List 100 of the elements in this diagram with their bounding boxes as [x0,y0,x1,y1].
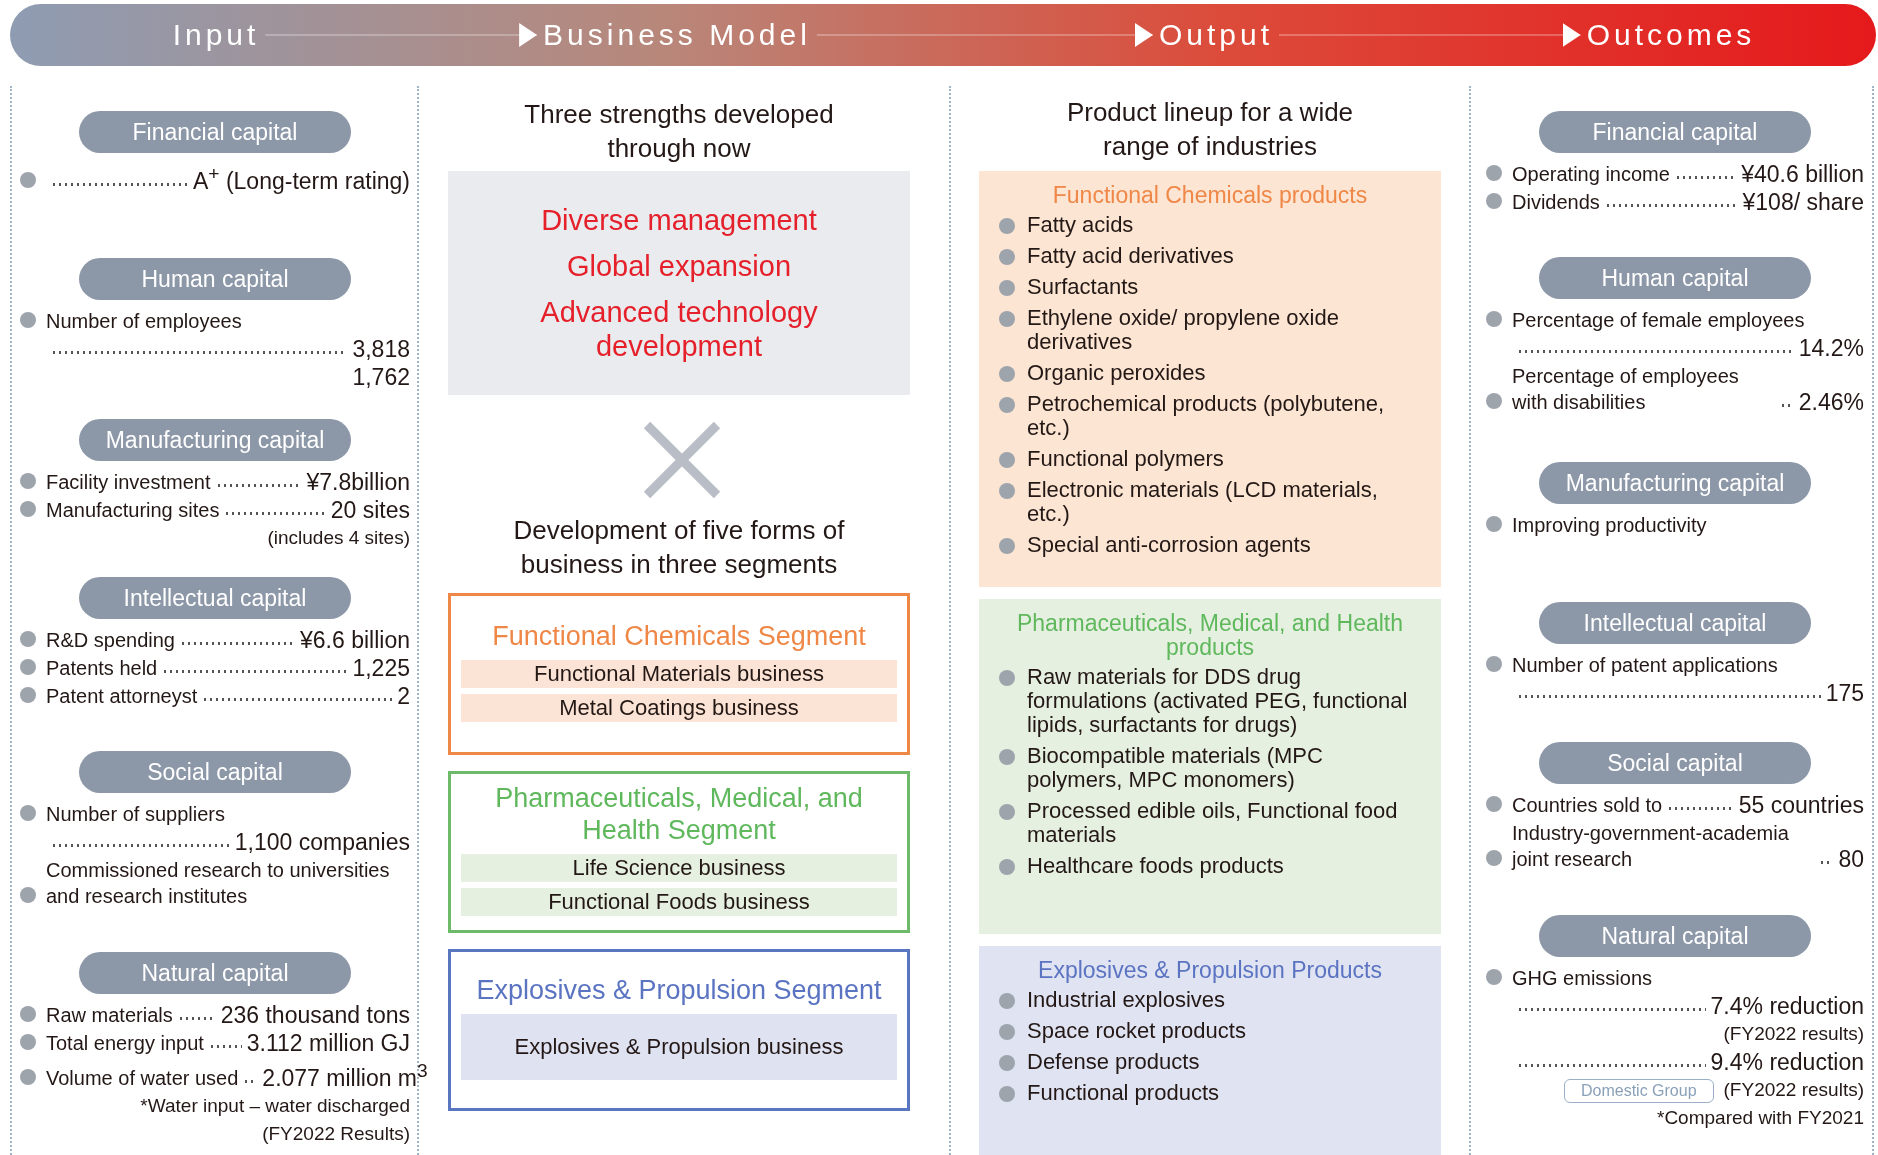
product-panel [979,599,1441,934]
list-item: Fatty acids [1027,213,1134,237]
business-bar: Explosives & Propulsion business [461,1014,897,1080]
item-text: Operating income [1512,162,1670,187]
item-text: Percentage of employees with disabilities [1512,364,1740,415]
capital-pill: Social capital [79,751,351,793]
value-text: A$^{+}$ (Long-term rating) [193,162,410,194]
item-text: Volume of water used [46,1065,239,1091]
note-text: (FY2022 results) [1723,1078,1864,1102]
capital-pill: Intellectual capital [1539,602,1811,644]
note-text: *Water input – water discharged [140,1093,410,1118]
stage-label: Output [1158,4,1274,66]
segment-box [448,771,910,933]
value-text: 20 sites [330,497,410,523]
value-text: 3.112 million GJ [246,1030,410,1056]
list-item: Functional polymers [1027,447,1224,471]
value-text: 1,225 [352,655,410,681]
stage-label: Business Model [543,4,811,66]
value-text: 175 [1825,680,1864,706]
item-text: Dividends [1512,190,1600,215]
item-text: Number of employees [46,309,242,334]
product-panel [979,171,1441,587]
value-text: 1,100 companies [234,829,410,855]
business-bar: Functional Foods business [461,888,897,916]
list-item: Surfactants [1027,275,1139,299]
list-item: Petrochemical products (polybutene, etc.) [1027,392,1386,440]
capital-pill: Manufacturing capital [1539,462,1811,504]
capital-pill: Human capital [1539,257,1811,299]
arrow [1278,23,1582,47]
value-text: ¥40.6 billion [1741,161,1864,187]
capital-pill: Natural capital [79,952,351,994]
list-item: Organic peroxides [1027,361,1206,385]
item-text: R&D spending [46,628,175,653]
item-text: Number of patent applications [1512,653,1778,678]
value-text: 80 [1838,846,1864,872]
panel-heading: Explosives & Propulsion Products [1037,956,1383,985]
value-text: 55 countries [1738,792,1864,818]
capital-pill: Human capital [79,258,351,300]
list-item: Raw materials for DDS drug formulations (activated PEG, functional lipids, surfactants for drugs) [1027,665,1409,737]
value-text: 3,818 [352,336,410,362]
item-text: Industry-government-academia joint research [1512,821,1790,872]
item-text: Improving productivity [1512,513,1707,538]
strength-text: Diverse management [540,203,818,237]
item-text: Percentage of female employees [1512,308,1805,333]
column-heading: Three strengths developed through now [523,98,835,165]
item-text: Total energy input [46,1031,204,1056]
list-item: Functional products [1027,1081,1219,1105]
value-text: 236 thousand tons [220,1002,410,1028]
segment-title: Pharmaceuticals, Medical, and Health Segment [494,782,864,846]
value-text: ¥108/ share [1742,189,1864,215]
list-item: Biocompatible materials (MPC polymers, MPC monomers) [1027,744,1324,792]
list-item: Space rocket products [1027,1019,1246,1043]
group-badge: Domestic Group [1563,1079,1714,1103]
arrow [816,23,1154,47]
value-text: 2.46% [1798,389,1864,415]
value-text: 7.4% reduction [1710,993,1864,1019]
capital-pill: Intellectual capital [79,577,351,619]
segment-title: Explosives & Propulsion Segment [475,974,883,1006]
item-text: Manufacturing sites [46,498,220,523]
note-text: (includes 4 sites) [267,526,410,550]
list-item: Healthcare foods products [1027,854,1284,878]
note-text: (FY2022 results) [1723,1022,1864,1046]
list-item: Processed edible oils, Functional food materials [1027,799,1399,847]
list-item: Ethylene oxide/ propylene oxide derivatives [1027,306,1340,354]
capital-pill: Manufacturing capital [79,419,351,461]
strength-text: Advanced technology development [539,295,819,363]
value-text: 14.2% [1798,335,1864,361]
stage-label: Input [172,4,260,66]
business-bar: Functional Materials business [461,660,897,688]
item-text: Number of suppliers [46,802,225,827]
value-text: ¥7.8billion [306,469,410,495]
panel-heading: Pharmaceuticals, Medical, and Health products [1015,609,1405,662]
capital-pill: Natural capital [1539,915,1811,957]
note-text: (FY2022 Results) [262,1121,410,1146]
capital-pill: Financial capital [79,111,351,153]
list-item: Defense products [1027,1050,1200,1074]
item-text: Raw materials [46,1003,173,1028]
item-text: Countries sold to [1512,793,1663,818]
item-text: GHG emissions [1512,966,1653,991]
segment-title: Functional Chemicals Segment [491,620,867,652]
item-text: Patents held [46,656,158,681]
business-bar: Life Science business [461,854,897,882]
column-heading: Development of five forms of business in three segments [512,514,846,581]
item-text: Facility investment [46,470,211,495]
item-text: Commissioned research to universities and research institutes [46,858,391,909]
capital-pill: Social capital [1539,742,1811,784]
value-text: 2 [397,683,410,709]
list-item: Electronic materials (LCD materials, etc.) [1027,478,1379,526]
panel-heading: Functional Chemicals products [1051,181,1369,210]
segment-box [448,949,910,1111]
value-text: 9.4% reduction [1710,1049,1864,1075]
business-bar: Metal Coatings business [461,694,897,722]
note-text: *Compared with FY2021 [1657,1106,1864,1130]
product-panel [979,946,1441,1155]
segment-box [448,593,910,755]
list-item: Industrial explosives [1027,988,1226,1012]
stage-label: Outcomes [1586,4,1756,66]
value-text: 1,762 [352,364,410,390]
list-item: Special anti-corrosion agents [1027,533,1311,557]
column-heading: Product lineup for a wide range of industries [1065,96,1355,163]
